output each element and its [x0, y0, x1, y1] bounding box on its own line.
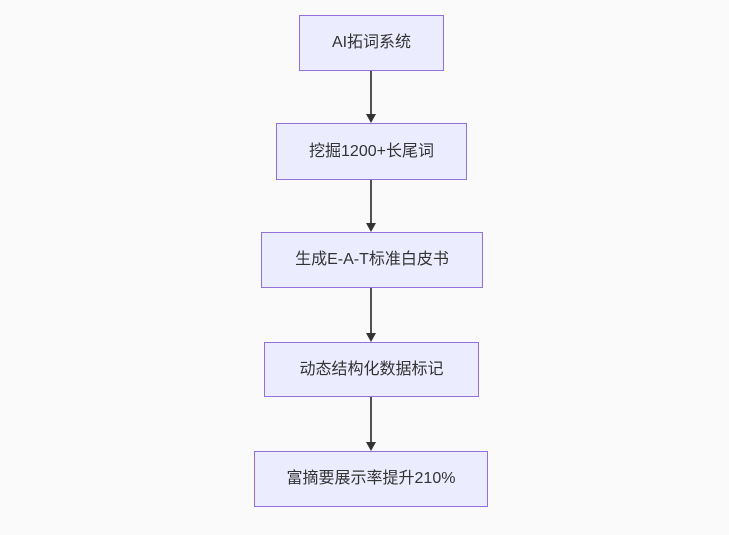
arrow-down-4 [361, 397, 381, 451]
flow-node-label: 生成E-A-T标准白皮书 [295, 251, 449, 268]
flow-node-structured-data: 动态结构化数据标记 [264, 342, 479, 397]
flow-node-longtail-mining: 挖掘1200+长尾词 [276, 123, 467, 180]
arrowhead-icon [366, 442, 376, 451]
arrow-down-1 [361, 71, 381, 123]
flow-node-label: 动态结构化数据标记 [299, 360, 444, 378]
flow-node-label: 挖掘1200+长尾词 [309, 142, 434, 160]
arrowhead-icon [366, 114, 376, 123]
arrow-line [370, 288, 372, 334]
flow-node-ai-word-system: AI拓词系统 [299, 15, 444, 71]
flow-node-label: AI拓词系统 [331, 34, 412, 51]
flow-node-rich-snippet-result: 富摘要展示率提升210% [254, 451, 488, 507]
flow-node-label: 富摘要展示率提升210% [286, 470, 456, 487]
arrowhead-icon [366, 223, 376, 232]
arrow-down-2 [361, 180, 381, 232]
arrow-down-3 [361, 288, 381, 342]
arrow-line [370, 397, 372, 443]
flow-node-eat-whitepaper: 生成E-A-T标准白皮书 [261, 232, 483, 288]
arrowhead-icon [366, 333, 376, 342]
arrow-line [370, 180, 372, 224]
arrow-line [370, 71, 372, 115]
